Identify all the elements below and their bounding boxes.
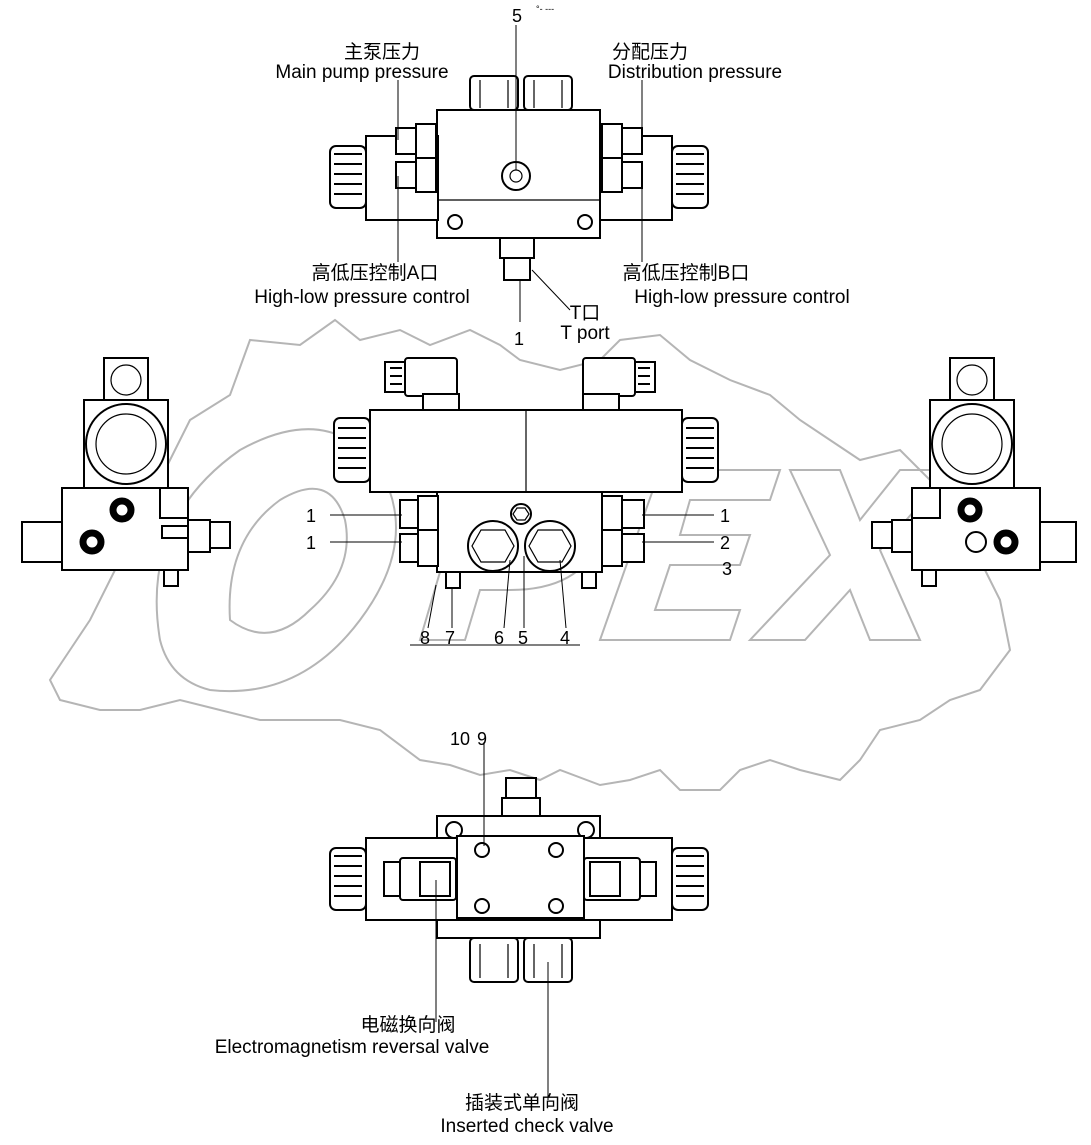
right-port-fitting-end	[871, 521, 893, 549]
right-manifold-step	[911, 487, 941, 519]
left-stud	[163, 569, 179, 587]
bottom-callout-9: 9	[477, 729, 487, 749]
left-port-fitting-end	[209, 521, 231, 549]
front-callout-7: 7	[445, 628, 455, 648]
front-left-port-upper-nut	[417, 495, 439, 533]
front-right-port-upper-nut	[601, 495, 623, 533]
right-port-fitting	[891, 519, 913, 553]
front-left-port-lower-nut	[417, 529, 439, 567]
electromagnetism-valve-label-en: Electromagnetism reversal valve	[215, 1037, 490, 1058]
top-bolt-right	[577, 214, 593, 230]
top-view: 5 °- --- 主泵压力 Main pump pressure 分配压力 Di…	[254, 4, 849, 349]
left-side-view	[21, 357, 231, 587]
top-left-knob	[329, 145, 367, 209]
plate-bolt-1	[474, 842, 490, 858]
top-port-main-pump-nut	[415, 123, 437, 159]
distribution-label-en: Distribution pressure	[608, 62, 782, 83]
front-left-connector	[404, 357, 458, 397]
left-port-collar	[161, 525, 189, 539]
t-port-label-en: T port	[560, 323, 610, 344]
hl-control-a-label-en: High-low pressure control	[254, 287, 469, 308]
right-plug-small	[965, 531, 987, 553]
top-port-distribution	[621, 127, 643, 155]
electromagnetism-valve-label-cn: 电磁换向阀	[360, 1014, 455, 1036]
left-coil-face	[85, 403, 167, 485]
front-right-port-lower-nut	[601, 529, 623, 567]
top-fitting-left	[469, 75, 519, 111]
check-valve-left	[469, 937, 519, 983]
front-left-knob	[333, 417, 371, 483]
hl-control-b-label-cn: 高低压控制B口	[623, 262, 750, 284]
main-pump-label-cn: 主泵压力	[344, 41, 420, 63]
bottom-view-top-fitting	[505, 777, 537, 799]
hl-control-b-label-en: High-low pressure control	[634, 287, 849, 308]
front-callout-8: 8	[420, 628, 430, 648]
top-bolt-left	[447, 214, 463, 230]
t-port-fitting	[499, 237, 535, 259]
front-stud-right	[581, 571, 597, 589]
top-port-hl-b	[621, 161, 643, 189]
front-callout-left-1a: 1	[306, 506, 316, 526]
bottom-view-left-knob	[329, 847, 367, 911]
left-manifold-step	[159, 487, 189, 519]
front-hex-plug-right	[524, 520, 576, 572]
bottom-view-right-connector-cap	[639, 861, 657, 897]
bottom-callout-10: 10	[450, 729, 470, 749]
top-port-hl-b-nut	[601, 157, 623, 193]
bottom-view-left-connector-cap	[383, 861, 401, 897]
top-right-knob	[671, 145, 709, 209]
left-side-fitting	[21, 521, 63, 563]
front-hex-plug-left	[467, 520, 519, 572]
top-port-hl-a-nut	[415, 157, 437, 193]
plate-bolt-4	[548, 898, 564, 914]
main-pump-label-en: Main pump pressure	[275, 62, 448, 83]
top-port-hl-a	[395, 161, 417, 189]
bottom-view-top-fitting-nut	[501, 797, 541, 817]
front-callout-right-3: 3	[722, 559, 732, 579]
check-valve-label-en: Inserted check valve	[440, 1116, 613, 1137]
front-small-plug	[510, 503, 532, 525]
top-port-distribution-nut	[601, 123, 623, 159]
bottom-view-left-connector-body	[419, 861, 451, 897]
front-callout-right-1: 1	[720, 506, 730, 526]
top-mark: °- ---	[536, 4, 554, 14]
top-port-main-pump	[395, 127, 417, 155]
bottom-view-right-knob	[671, 847, 709, 911]
front-right-knob	[681, 417, 719, 483]
plate-bolt-3	[474, 898, 490, 914]
right-coil-face	[931, 403, 1013, 485]
top-callout-5: 5	[512, 6, 522, 26]
right-side-view	[871, 357, 1077, 587]
left-port-fitting	[187, 519, 211, 553]
t-port-nut	[503, 257, 531, 281]
front-callout-left-1b: 1	[306, 533, 316, 553]
right-stud	[921, 569, 937, 587]
front-callout-5: 5	[518, 628, 528, 648]
distribution-label-cn: 分配压力	[612, 41, 688, 63]
front-callout-4: 4	[560, 628, 570, 648]
front-right-port-lower	[621, 533, 645, 563]
check-valve-label-cn: 插装式单向阀	[465, 1092, 579, 1114]
t-port-label-cn: T口	[570, 303, 601, 324]
front-right-connector	[582, 357, 636, 397]
plate-bolt-2	[548, 842, 564, 858]
front-callout-6: 6	[494, 628, 504, 648]
right-side-fitting	[1039, 521, 1077, 563]
front-view: 1 1 1 2 3 8 7 6 5 4	[306, 357, 732, 648]
top-fitting-right	[523, 75, 573, 111]
bottom-view-right-connector-body	[589, 861, 621, 897]
top-callout-1: 1	[514, 329, 524, 349]
front-right-port-upper	[621, 499, 645, 529]
front-callout-right-2: 2	[720, 533, 730, 553]
hl-control-a-label-cn: 高低压控制A口	[312, 262, 439, 284]
front-stud-left	[445, 571, 461, 589]
bottom-view: 10 9 电磁换向阀 Electromagnetism reversal val…	[215, 729, 709, 1137]
